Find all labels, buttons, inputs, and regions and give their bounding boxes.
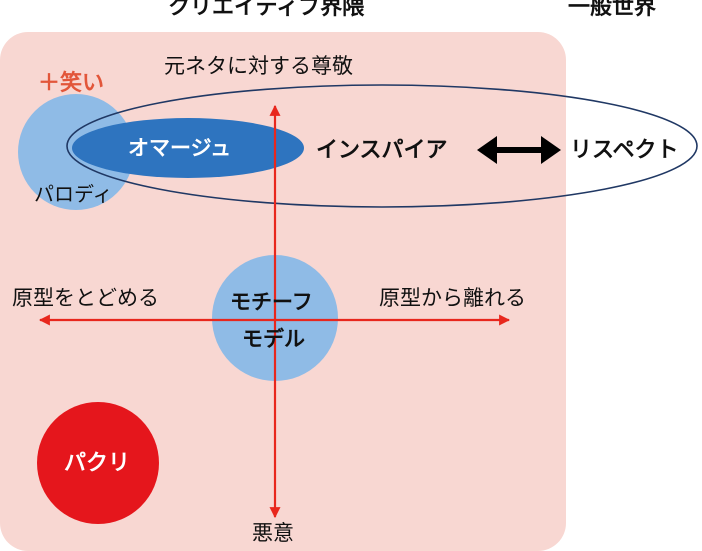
- keep-original-form-label: 原型をとどめる: [12, 286, 159, 310]
- pakuri-label: パクリ: [64, 450, 131, 476]
- double-arrow-icon: [477, 136, 561, 164]
- homage-label: オマージュ: [128, 135, 232, 160]
- respect-label: リスペクト: [570, 137, 679, 163]
- motif-label: モチーフ: [230, 289, 313, 314]
- creative-world-title: クリエイティブ界隈: [168, 0, 365, 20]
- parody-label: パロディ: [34, 182, 113, 206]
- model-label: モデル: [242, 326, 305, 351]
- homage-ellipse: [72, 118, 304, 178]
- inspire-label: インスパイア: [316, 137, 448, 163]
- depart-from-original-label: 原型から離れる: [379, 286, 526, 310]
- plus-laugh-label: ＋笑い: [38, 70, 105, 96]
- pakuri-circle: [37, 402, 159, 524]
- malice-label: 悪意: [252, 521, 294, 545]
- respect-for-source-label: 元ネタに対する尊敬: [164, 54, 353, 78]
- respect-ellipse: [66, 84, 698, 208]
- general-world-title: 一般世界: [568, 0, 657, 20]
